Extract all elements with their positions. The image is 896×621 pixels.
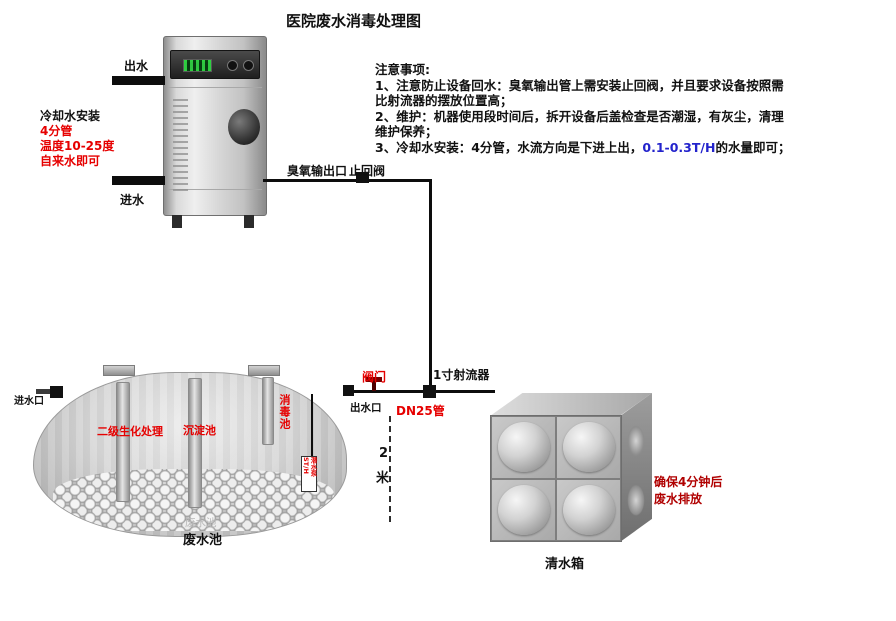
- ozone-down-pipe: [429, 179, 432, 392]
- pump-riser-pipe: [311, 394, 313, 457]
- knob-icon: [227, 60, 238, 71]
- dn25-pipe-label: DN25管: [396, 404, 445, 418]
- panel-dome-icon: [497, 422, 550, 473]
- panel-seam: [168, 87, 262, 88]
- tank-watermark: 废水池: [185, 517, 217, 529]
- pump-label: 潜水泵ST/H: [302, 457, 317, 477]
- notes-line5-highlight: 0.1-0.3T/H: [642, 139, 716, 155]
- notes-line: 比射流器的摆放位置高；: [375, 93, 513, 108]
- cooling-water-in-pipe: [112, 176, 165, 185]
- cooling-note-line1: 冷却水安装: [40, 109, 101, 123]
- notes-line5-post: 的水量即可；: [715, 139, 791, 155]
- jet-device-icon: [423, 385, 436, 398]
- water-out-label: 出水: [124, 59, 149, 73]
- ozone-generator: [163, 36, 267, 228]
- vent-grille-icon: [173, 99, 188, 191]
- discharge-note-line1: 确保4分钟后: [654, 475, 723, 489]
- check-valve-icon: [356, 172, 369, 183]
- tank-baffle: [262, 377, 274, 445]
- control-panel: [170, 50, 260, 79]
- notes-line: 1、注意防止设备回水：臭氧输出管上需安装止回阀，并且要求设备按照需: [375, 77, 784, 93]
- zone-bio-label: 二级生化处理: [97, 425, 163, 438]
- page-title: 医院废水消毒处理图: [286, 12, 422, 30]
- depth-dashed-line: [389, 416, 391, 522]
- tank-panel: [491, 416, 556, 479]
- knob-icon: [243, 60, 254, 71]
- tank-front-face: [490, 415, 622, 542]
- tank-baffle: [116, 382, 130, 502]
- depth-unit: 米: [376, 471, 390, 486]
- clean-tank-name: 清水箱: [545, 557, 585, 572]
- tank-panel: [556, 416, 621, 479]
- notes-line: 2、维护：机器使用段时间后，拆开设备后盖检查是否潮湿，有灰尘，清理: [375, 108, 784, 124]
- ozone-output-label: 臭氧输出口: [287, 164, 348, 178]
- inlet-stub-pipe: [36, 389, 51, 394]
- zone-disinfect-label: 消毒池: [278, 394, 291, 430]
- valve-icon: [366, 377, 382, 382]
- display-screen-icon: [183, 59, 212, 72]
- cooling-note-line3: 温度10-25度: [40, 139, 115, 153]
- manhole-cover: [248, 365, 280, 376]
- notes-heading: 注意事项:: [375, 62, 430, 77]
- waste-tank-name: 废水池: [183, 533, 223, 548]
- tank-baffle: [188, 378, 202, 508]
- panel-seam: [168, 189, 262, 190]
- machine-leg: [244, 215, 254, 228]
- hose-coil-icon: [228, 109, 260, 145]
- inlet-label: 进水口: [14, 396, 44, 407]
- check-valve-label: 止回阀: [349, 164, 386, 178]
- valve-label: 阀门: [362, 370, 387, 384]
- tank-panel: [491, 478, 556, 541]
- notes-line: 3、冷却水安装：4分管，水流方向是下进上出，0.1-0.3T/H的水量即可；: [375, 140, 880, 156]
- outlet-to-tank-pipe: [346, 390, 495, 393]
- panel-dome-icon: [562, 422, 615, 473]
- machine-leg: [172, 215, 182, 228]
- tank-panel: [556, 478, 621, 541]
- tank-side-face: [620, 393, 652, 542]
- depth-value: 2: [379, 446, 389, 461]
- clean-water-tank: [490, 393, 652, 542]
- jet-label: 1寸射流器: [433, 368, 490, 382]
- cooling-note-line4: 自来水即可: [40, 154, 101, 168]
- panel-dome-icon: [562, 484, 615, 535]
- tank-top-face: [490, 393, 652, 416]
- outlet-fitting-icon: [343, 385, 354, 396]
- notes-block: 注意事项: 1、注意防止设备回水：臭氧输出管上需安装止回阀，并且要求设备按照需 …: [375, 62, 880, 155]
- discharge-note-line2: 废水排放: [654, 492, 703, 506]
- valve-stem-icon: [372, 381, 376, 391]
- zone-sediment-label: 沉淀池: [183, 424, 216, 437]
- inlet-fitting-icon: [50, 386, 63, 398]
- manhole-cover: [103, 365, 135, 376]
- panel-dome-icon: [497, 484, 550, 535]
- outlet-label: 出水口: [348, 400, 384, 415]
- cooling-water-out-pipe: [112, 76, 165, 85]
- submersible-pump: 潜水泵ST/H: [301, 456, 317, 492]
- ozone-output-pipe: [263, 179, 431, 182]
- notes-line5-pre: 3、冷却水安装：4分管，水流方向是下进上出，: [375, 139, 643, 155]
- notes-line: 维护保养；: [375, 124, 438, 139]
- water-in-label: 进水: [120, 193, 145, 207]
- cooling-note-line2: 4分管: [40, 124, 73, 138]
